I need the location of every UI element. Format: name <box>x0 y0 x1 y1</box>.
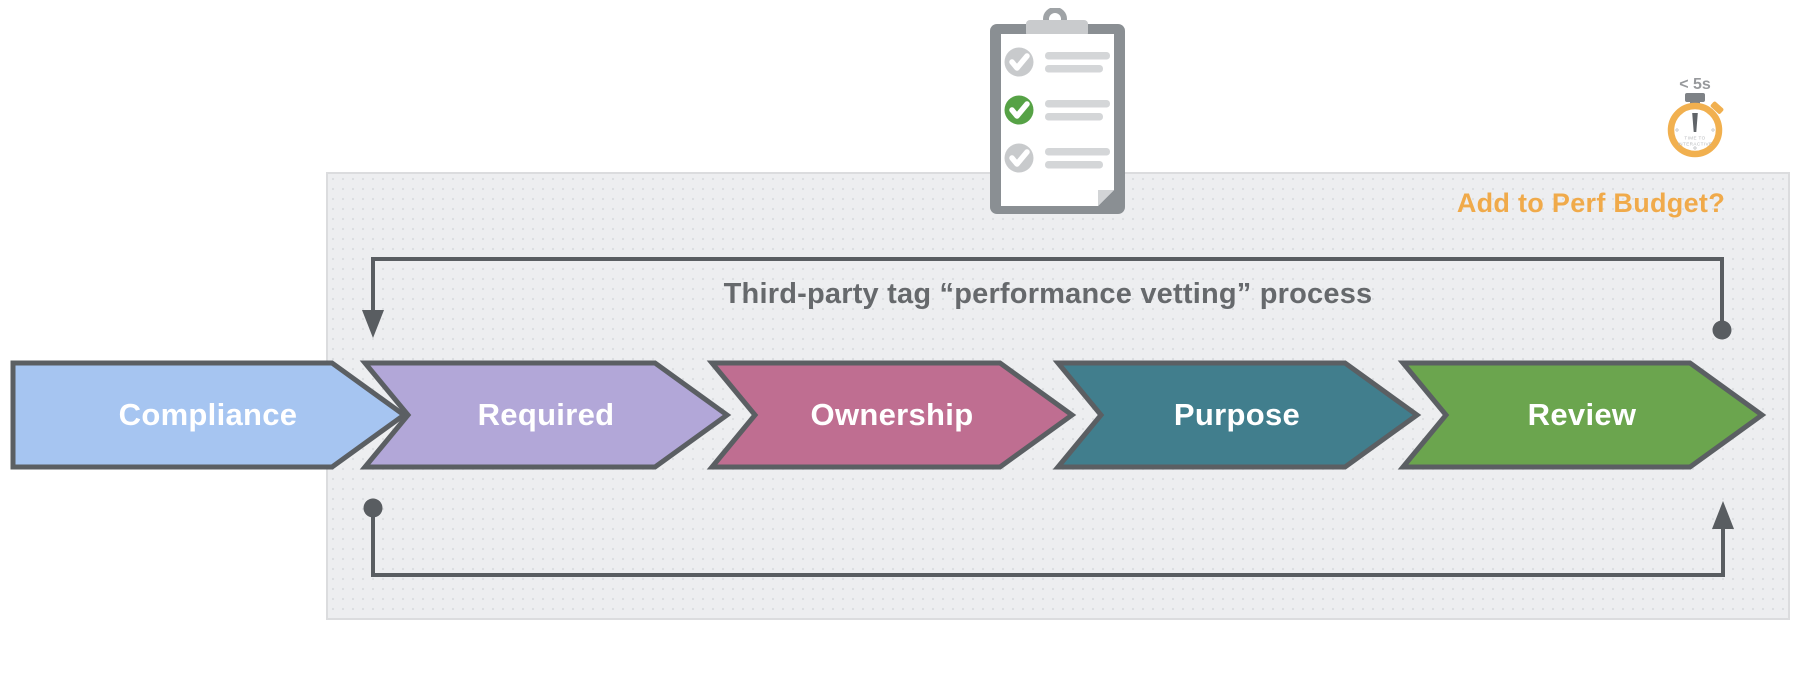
checklist-item-2-line <box>1045 113 1103 121</box>
checklist-item-1-line <box>1045 52 1110 60</box>
process-title: Third-party tag “performance vetting” pr… <box>723 278 1373 310</box>
step-chevron-ownership <box>706 360 1077 470</box>
clipboard-clip <box>1026 20 1088 37</box>
step-chevron-review <box>1397 360 1767 470</box>
step-chevron-purpose <box>1052 360 1422 470</box>
bottom-loop-line <box>371 508 1725 577</box>
perf-budget-question: Add to Perf Budget? <box>1456 188 1725 218</box>
step-chevron-compliance <box>10 360 409 470</box>
bottom-loop-start-dot <box>363 498 383 518</box>
checklist-item-3-line <box>1045 161 1103 169</box>
checklist-item-2-line <box>1045 100 1110 108</box>
stopwatch-ticks <box>1675 128 1715 150</box>
step-chevron-required <box>359 360 732 470</box>
clipboard-paper-fold <box>1098 190 1114 206</box>
stopwatch-needle <box>1692 113 1698 132</box>
checkmark-glyph <box>1009 101 1030 119</box>
bottom-loop-arrowhead-icon <box>1712 501 1734 529</box>
stopwatch-icon: < 5s TIME TO INTERACTIVE <box>1667 76 1724 158</box>
checkmark-glyph <box>1009 53 1030 71</box>
checklist-item-3-line <box>1045 148 1110 156</box>
stopwatch-side-button <box>1710 101 1724 114</box>
stopwatch-metric-line2: INTERACTIVE <box>1678 142 1713 147</box>
top-loop-arrowhead-icon <box>362 310 384 338</box>
stopwatch-metric-line1: TIME TO <box>1684 136 1705 141</box>
top-loop-line <box>371 257 1724 330</box>
checkmark-glyph <box>1009 149 1030 167</box>
checklist-clipboard-icon <box>990 8 1125 214</box>
checklist-item-1-line <box>1045 65 1103 73</box>
top-loop-start-dot <box>1712 320 1732 340</box>
stopwatch-crown <box>1685 93 1705 102</box>
stopwatch-threshold-label: < 5s <box>1679 76 1711 93</box>
